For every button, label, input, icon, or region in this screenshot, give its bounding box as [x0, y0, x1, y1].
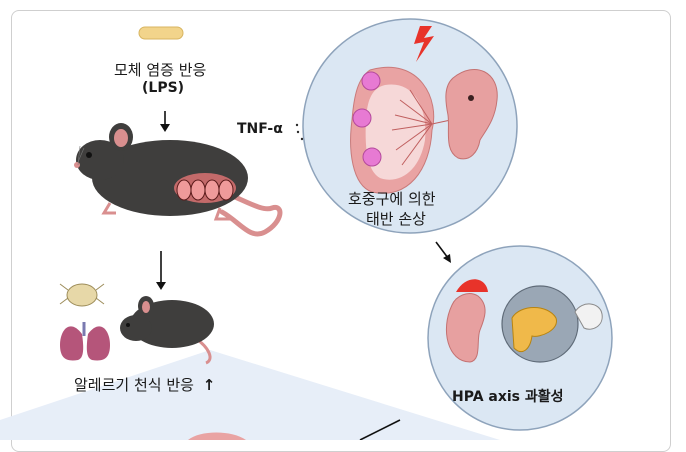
down-arrow-icon — [156, 251, 166, 290]
young-mouse — [120, 296, 214, 365]
lungs-icon — [60, 322, 110, 361]
allergy-text: 알레르기 천식 반응 — [74, 376, 194, 394]
placenta-caption-line2: 태반 손상 — [366, 210, 426, 228]
badge-pill — [138, 26, 184, 40]
hpa-circle — [427, 245, 613, 431]
hpa-label: HPA axis 과활성 — [452, 389, 564, 405]
increase-arrow-icon: ↑ — [202, 376, 216, 394]
placenta-caption-line1: 호중구에 의한 — [348, 190, 436, 208]
maternal-label: 모체 염증 반응 — [114, 61, 207, 79]
down-arrow-icon — [435, 241, 451, 263]
tnf-label: TNF-α — [237, 121, 283, 137]
diagram-canvas — [0, 18, 613, 440]
allergy-label: 알레르기 천식 반응 ↑ — [74, 374, 215, 395]
projection-wedge — [0, 350, 500, 440]
lightning-icon — [414, 26, 434, 62]
down-arrow-icon — [160, 111, 170, 132]
pregnant-mouse — [74, 123, 283, 237]
dust-mite-icon — [59, 283, 105, 307]
lps-label: (LPS) — [142, 80, 185, 96]
bottom-partial-shape — [188, 432, 246, 440]
connector-line — [359, 419, 401, 440]
kidney-adrenal-icon — [445, 279, 488, 363]
placenta-circle — [302, 18, 518, 234]
